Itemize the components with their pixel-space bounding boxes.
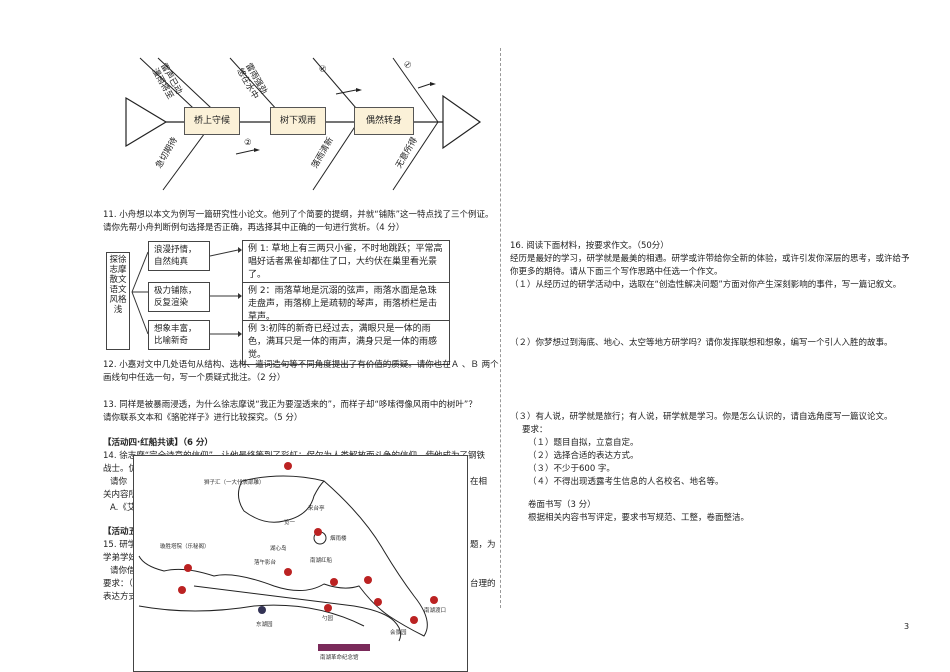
map-label-6: 南湖红船	[310, 558, 333, 564]
fishbone-diagram: 桥上守候 树下观雨 偶然转身 雷声已动 漫雨将至 雷雨强劲 悠在水中 ① ① 急…	[118, 50, 488, 200]
map-marker	[314, 528, 322, 536]
q14-line-3: 请你	[110, 477, 128, 487]
map-marker	[330, 578, 338, 586]
map-marker	[374, 598, 382, 606]
q16-req-1: （１）题目自拟，立意自定。	[528, 438, 639, 448]
q14-line-5: A.《艾	[110, 503, 136, 513]
q15-line-2: 学弟学妹	[103, 553, 138, 563]
q15-line-1: 15. 研学	[103, 540, 137, 550]
q16-line-3: 你更多的期待。请从下面三个写作思路中任选一个作文。	[510, 267, 723, 277]
activity4-heading: 【活动四·红船共读】（6 分）	[103, 438, 213, 448]
map-label-8: 落午影台	[254, 560, 277, 566]
q11-bracket	[131, 251, 149, 335]
q16-line-1: 16. 阅读下面材料，按要求作文。（50分）	[510, 241, 669, 251]
page-number: 3	[904, 622, 910, 631]
q16-option-3: （３）有人说，研学就是旅行；有人说，研学就是学习。你是怎么认识的，请自选角度写一…	[510, 412, 893, 422]
map-label-2: 来台亭	[308, 506, 325, 512]
map-marker	[284, 462, 292, 470]
q14-line-4: 关内容所	[103, 490, 138, 500]
q11-label-box-3: 想象丰富， 比喻新奇	[148, 320, 210, 350]
q11-example-1: 例 1: 草地上有三两只小雀，不时地跳跃；平常高唱好话者黑雀却都住了口，大约伏在…	[242, 240, 450, 285]
map-marker	[364, 576, 372, 584]
q16-req-2: （２）选择合适的表达方式。	[528, 451, 639, 461]
q16-option-2: （２）你梦想过到海底、地心、太空等地方研学吗？请你发挥联想和想象，编写一个引人入…	[510, 338, 893, 348]
map-label-4: 烟雨楼	[330, 536, 347, 542]
map-label-3: 览一	[284, 520, 296, 526]
map-outline	[138, 475, 428, 642]
column-divider	[500, 48, 501, 608]
q16-option-1: （１）从经历过的研学活动中，选取在“创造性解决问题”方面对你产生深刻影响的事件，…	[510, 280, 902, 290]
q15-line-3: 请你借助	[110, 566, 145, 576]
map-label-7: 璇胜塔院（乐秘阁）	[160, 544, 210, 550]
stage-box-1: 桥上守候	[184, 107, 240, 135]
q11-side-label: 探徐志摩散文语文风格浅	[106, 252, 130, 350]
map-label-11: 勺园	[322, 616, 334, 622]
q13-line-2: 请你联系文本和《骆驼祥子》进行比较探究。（5 分）	[103, 413, 303, 423]
q11-label-box-1: 浪漫抒情， 自然纯真	[148, 241, 210, 271]
map-marker	[324, 604, 332, 612]
q14-line-2: 战士。仿	[103, 464, 138, 474]
q16-requirements-title: 要求：	[522, 425, 548, 435]
q16-line-2: 经历是最好的学习，研学就是最美的相遇。研学或许带给你全新的体验，或许引发你深层的…	[510, 254, 910, 264]
q14-line-3-right: 在相	[470, 477, 488, 487]
stage-box-2: 树下观雨	[270, 107, 326, 135]
q16-neatness-title: 卷面书写（3 分）	[528, 500, 596, 510]
map-marker	[410, 616, 418, 624]
map-label-1: 狮子汇（一大代表部雕）	[204, 480, 265, 486]
q11-arrows	[210, 247, 242, 337]
q11-example-3: 例 3:初阵的新奇已经过去，满眼只是一体的雨色，满耳只是一体的雨声，满身只是一体…	[242, 320, 450, 365]
lower-note-circle: ②	[244, 138, 252, 148]
map-marker	[184, 564, 192, 572]
map-footer-legend	[318, 644, 370, 651]
q12-line-1: 12. 小嘉对文中几处语句从结构、选材、遣词造句等不同角度提出了有价值的质疑。请…	[103, 360, 499, 370]
map-footer: 南湖革命纪念馆	[320, 655, 359, 661]
q15-line-4-right: 台理的	[470, 579, 496, 589]
map-marker	[430, 596, 438, 604]
q13-line-1: 13. 同样是被暴雨浸透，为什么徐志摩说“我正为要湿透来的”，而样子却“哆嗦得像…	[103, 400, 477, 410]
q15-line-1-right: 题，为	[470, 540, 496, 550]
q16-req-4: （４）不得出现透露考生信息的人名校名、地名等。	[528, 477, 724, 487]
map-label-12: 东湖园	[256, 622, 273, 628]
map-marker	[258, 606, 266, 614]
q11-line-2: 请你先帮小舟判断例句选择是否正确，再选择其中正确的一句进行赏析。（4 分）	[103, 223, 405, 233]
q12-line-2: 画线句中任选一句，写一个质疑式批注。（2 分）	[103, 373, 286, 383]
nanhu-map: 狮子汇（一大代表部雕） 来台亭 览一 烟雨楼 湖心岛 南湖红船 璇胜塔院（乐秘阁…	[133, 455, 468, 672]
q11-line-1: 11. 小舟想以本文为例写一篇研究性小论文。他列了个简要的提纲，并就“铺陈”这一…	[103, 210, 494, 220]
activity5-heading: 【活动五	[103, 527, 138, 537]
map-label-10: 南湖渡口	[424, 608, 447, 614]
map-marker	[284, 568, 292, 576]
q11-label-box-2: 极力铺陈， 反复渲染	[148, 282, 210, 312]
q16-neatness-text: 根据相关内容书写评定，要求书写规范、工整，卷面整洁。	[528, 513, 750, 523]
q16-req-3: （３）不少于600 字。	[528, 464, 615, 474]
map-label-9: 会景园	[390, 630, 407, 636]
q15-line-4: 要求：（	[103, 579, 133, 589]
map-marker	[178, 586, 186, 594]
q15-line-5: 表达方式	[103, 592, 138, 602]
map-label-5: 湖心岛	[270, 546, 287, 552]
q11-example-2: 例 2：雨落草地是沉溺的弦声，雨落水面是急珠走盘声，雨落柳上是疏韧的琴声，雨落桥…	[242, 282, 450, 327]
stage-box-3: 偶然转身	[354, 107, 414, 135]
